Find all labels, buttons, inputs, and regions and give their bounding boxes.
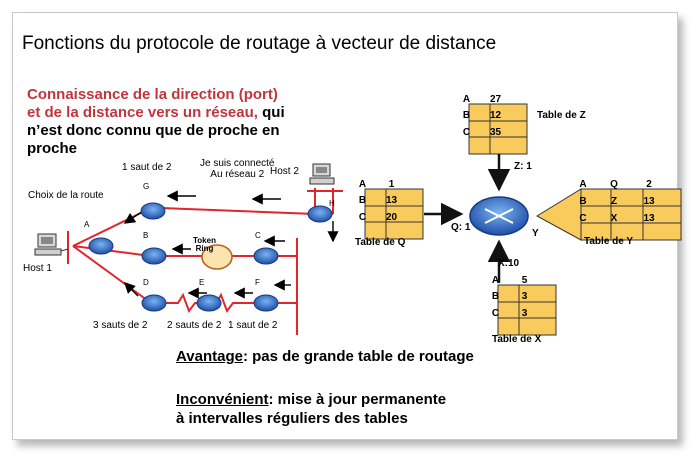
table-y-dist-b: 13 xyxy=(643,196,655,207)
inconvenient-label: Inconvénient xyxy=(176,391,269,408)
host-1-computer xyxy=(34,233,69,256)
table-y-via-b: Z xyxy=(610,196,618,207)
table-x-dist-b: 3 xyxy=(521,291,528,302)
intro-line-4: proche xyxy=(27,140,78,157)
router-b xyxy=(141,247,167,265)
label-2-sauts: 2 sauts de 2 xyxy=(167,320,222,331)
table-x-dest-b: B xyxy=(491,291,500,302)
table-y-via-a: Q xyxy=(610,179,618,190)
table-x-dest-c: C xyxy=(491,308,500,319)
router-b-label: B xyxy=(143,231,149,240)
router-a-label: A xyxy=(84,220,90,229)
table-y-via-c: X xyxy=(610,213,618,224)
table-y-dest-c: C xyxy=(579,213,587,224)
label-z-metric: Z: 1 xyxy=(514,161,532,172)
intro-line-2-black: qui xyxy=(257,104,285,121)
table-y-dest-a: A xyxy=(579,179,587,190)
table-y-dist-a: 2 xyxy=(646,179,652,190)
central-router xyxy=(469,196,529,236)
intro-line-2-red: et de la distance vers un réseau, xyxy=(27,104,258,121)
table-q-dist-b: 13 xyxy=(385,195,398,206)
table-z-dist-c: 35 xyxy=(489,127,502,138)
label-y: Y xyxy=(532,228,539,239)
table-y-dest-b: B xyxy=(579,196,587,207)
table-x-dest-a: A xyxy=(491,275,500,286)
table-q xyxy=(364,188,424,240)
avantage-text: : pas de grande table de routage xyxy=(242,348,474,365)
router-e-label: E xyxy=(199,278,205,287)
router-f-label: F xyxy=(255,278,260,287)
table-arrows xyxy=(424,154,511,283)
inconvenient-text: : mise à jour permanente xyxy=(268,391,447,408)
label-saut-g: 1 saut de 2 xyxy=(122,162,172,173)
label-x-metric: X:10 xyxy=(498,258,520,269)
host-2-computer xyxy=(309,163,335,185)
table-x-dist-a: 5 xyxy=(521,275,528,286)
slide xyxy=(12,12,682,440)
router-d xyxy=(141,294,167,312)
inconvenient-line-2: à intervalles réguliers des tables xyxy=(176,410,408,427)
label-1-saut: 1 saut de 2 xyxy=(228,320,278,331)
table-z-dist-a: 27 xyxy=(489,94,502,105)
table-q-dest-b: B xyxy=(358,195,367,206)
table-z-dest-b: B xyxy=(462,110,471,121)
label-3-sauts: 3 sauts de 2 xyxy=(93,320,148,331)
table-x xyxy=(497,284,557,336)
avantage-statement: Avantage: pas de grande table de routage xyxy=(176,348,474,365)
network-diagram xyxy=(34,103,682,336)
router-h-label: H xyxy=(329,199,335,208)
label-je-suis-1: Je suis connecté xyxy=(200,158,275,169)
avantage-label: Avantage xyxy=(176,348,243,365)
table-z-dest-a: A xyxy=(462,94,471,105)
router-c xyxy=(253,247,279,265)
router-c-label: C xyxy=(255,231,261,240)
router-a xyxy=(88,237,114,255)
router-h xyxy=(307,205,333,223)
table-q-dest-a: A xyxy=(358,179,367,190)
table-z-caption: Table de Z xyxy=(537,110,586,121)
intro-line-3: n’est donc connu que de proche en xyxy=(27,122,280,139)
label-token: Token xyxy=(193,236,216,245)
table-y-caption: Table de Y xyxy=(584,236,634,247)
label-q-metric: Q: 1 xyxy=(451,222,471,233)
table-x-caption: Table de X xyxy=(492,334,542,345)
slide-title: Fonctions du protocole de routage à vect… xyxy=(22,33,497,54)
label-host-2: Host 2 xyxy=(270,166,299,177)
inconvenient-statement: Inconvénient: mise à jour permanente à in… xyxy=(176,390,446,428)
label-ring: Ring xyxy=(195,244,214,253)
token-ring xyxy=(201,244,233,270)
table-z-dest-c: C xyxy=(462,127,471,138)
intro-line-1: Connaissance de la direction (port) xyxy=(27,86,278,103)
table-y xyxy=(536,188,682,241)
label-host-1: Host 1 xyxy=(23,263,52,274)
router-d-label: D xyxy=(143,278,149,287)
router-g xyxy=(140,202,166,220)
update-arrows xyxy=(123,190,339,299)
table-z xyxy=(468,103,528,155)
table-q-caption: Table de Q xyxy=(355,237,406,248)
table-q-dest-c: C xyxy=(358,212,367,223)
intro-line-2: et de la distance vers un réseau, qui xyxy=(27,104,285,121)
label-choix-route: Choix de la route xyxy=(28,190,104,201)
table-y-dist-c: 13 xyxy=(643,213,655,224)
table-q-dist-c: 20 xyxy=(385,212,398,223)
router-e xyxy=(196,294,222,312)
router-g-label: G xyxy=(143,182,150,191)
table-q-dist-a: 1 xyxy=(388,179,395,190)
router-f xyxy=(253,294,279,312)
label-je-suis-2: Au réseau 2 xyxy=(210,169,265,180)
table-x-dist-c: 3 xyxy=(521,308,528,319)
table-z-dist-b: 12 xyxy=(489,110,502,121)
